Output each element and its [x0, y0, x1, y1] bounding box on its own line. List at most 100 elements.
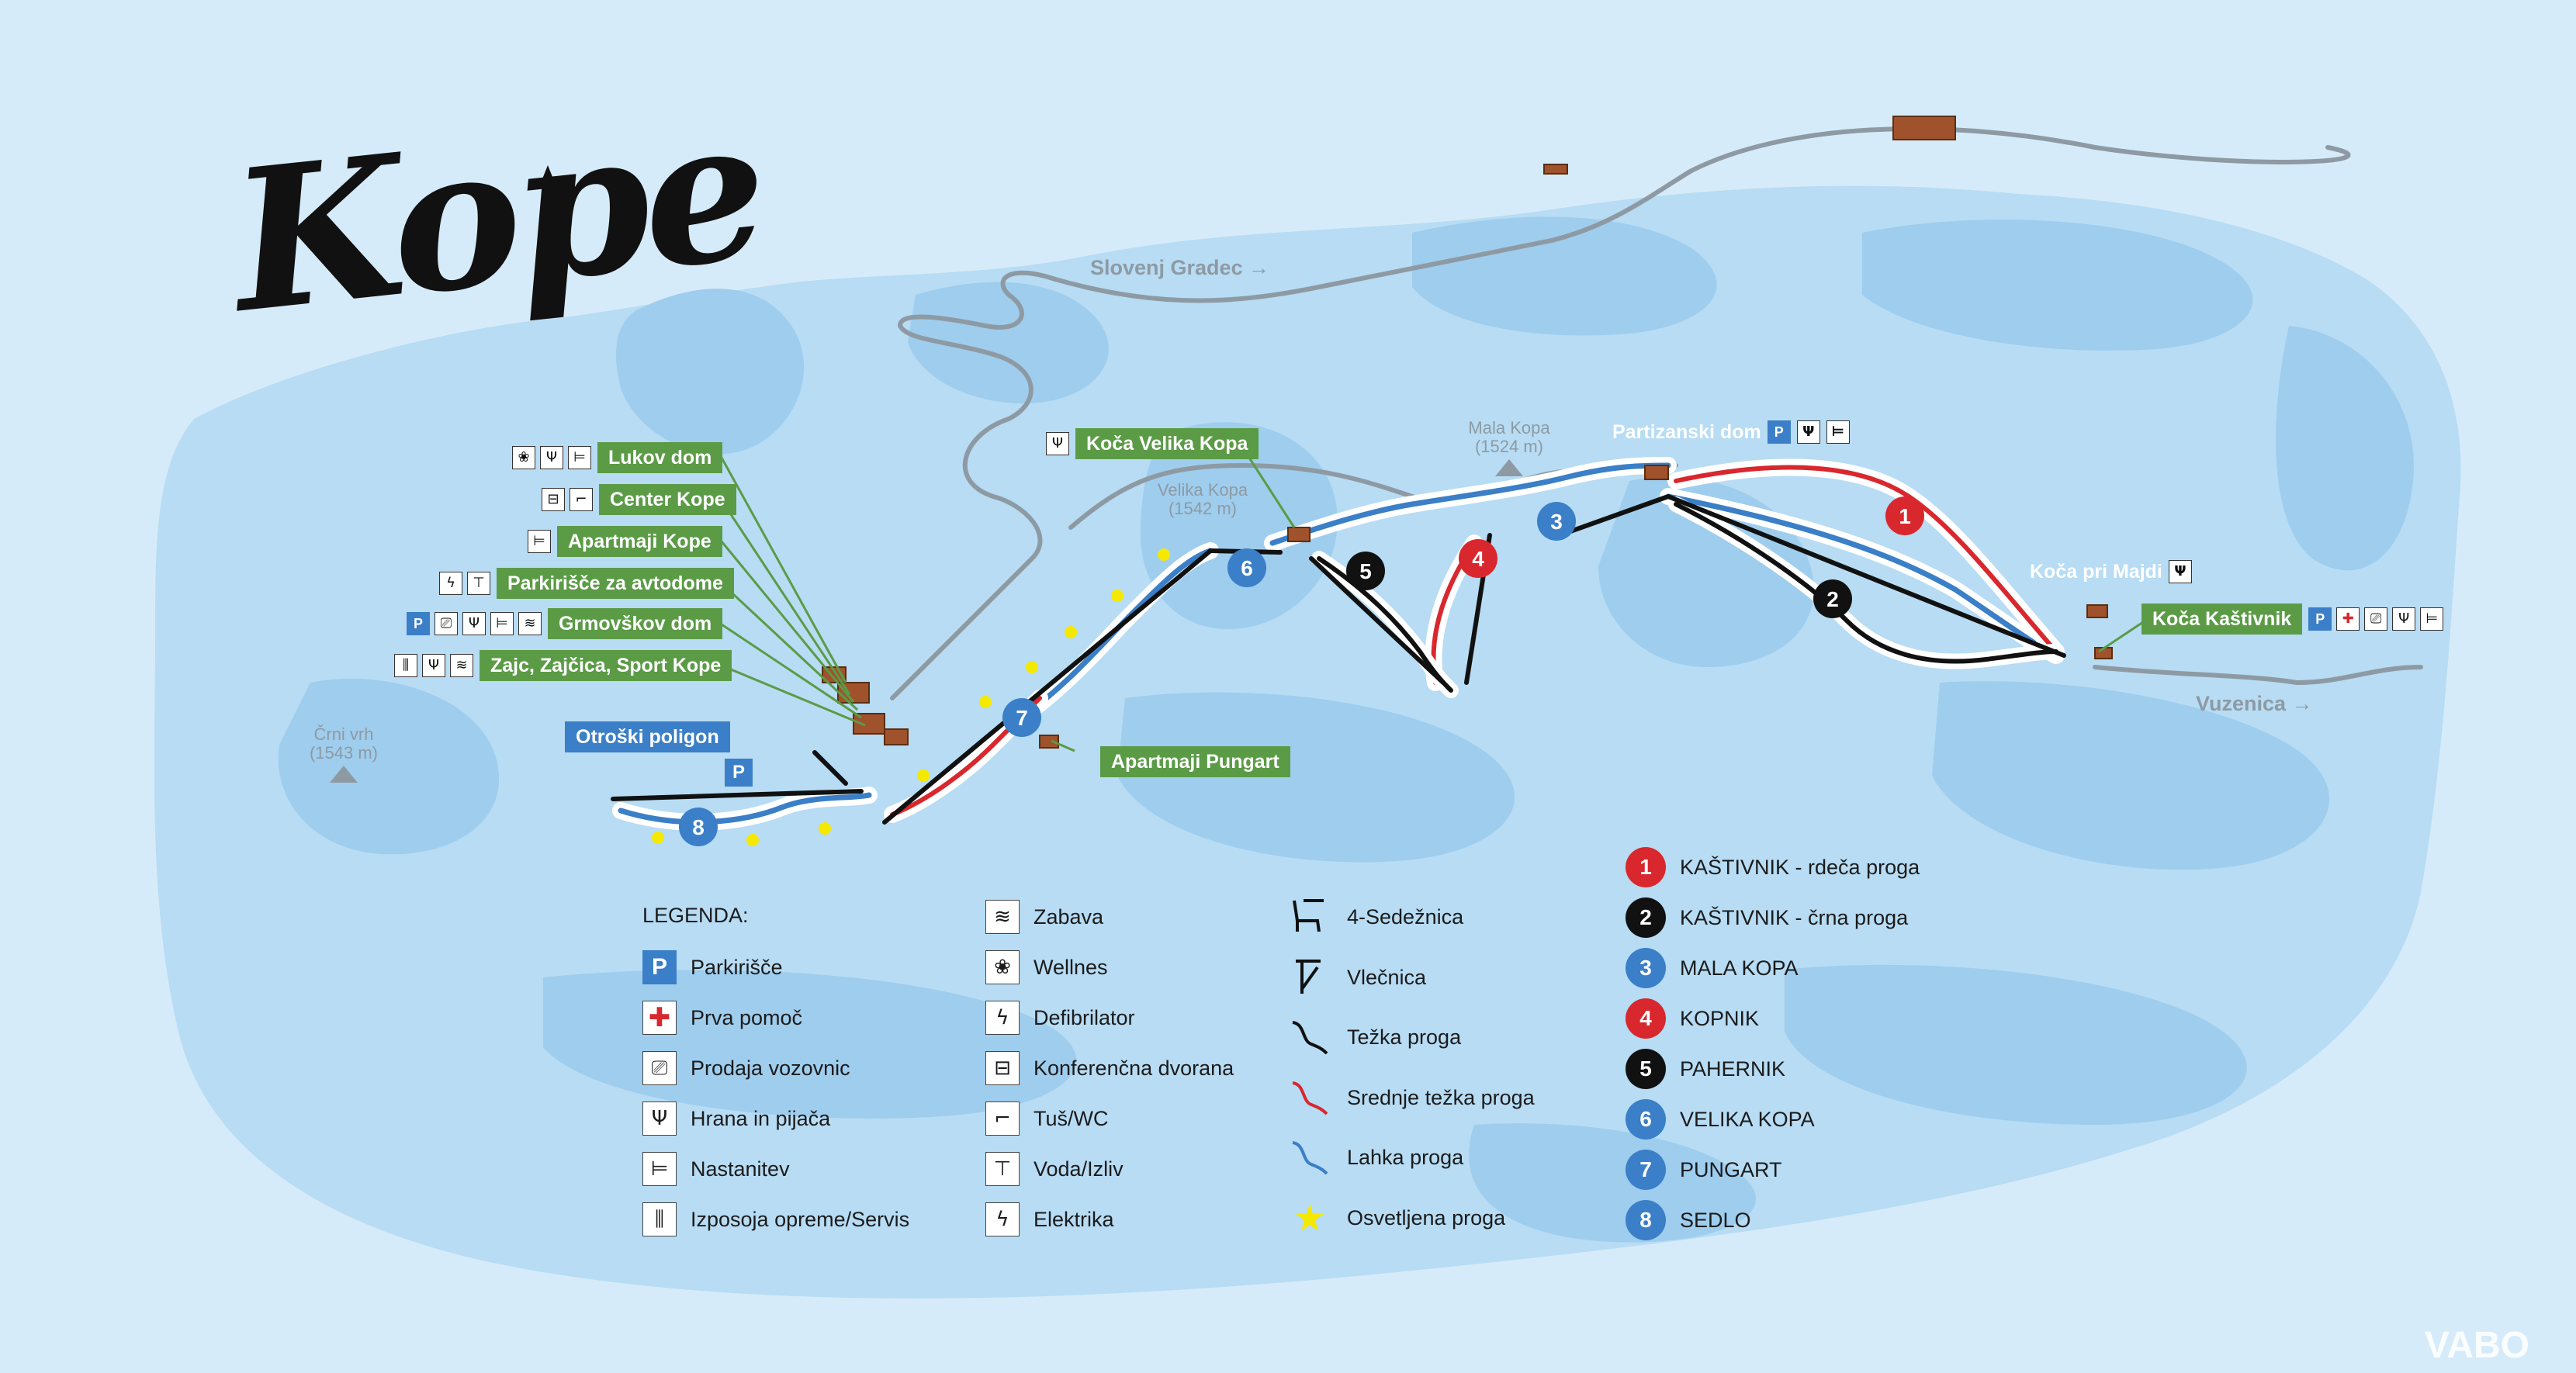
poi-partizanski-dom[interactable]: Partizanski dom P Ψ ⊨	[1612, 420, 1850, 444]
legend-item-tickets: ⎚ Prodaja vozovnic	[642, 1049, 850, 1088]
legend-label: Težka proga	[1347, 1025, 1462, 1049]
legend-label: PUNGART	[1680, 1157, 1782, 1181]
legend-label: Lahka proga	[1347, 1145, 1464, 1169]
legend-item-first-aid: ✚ Prva pomoč	[642, 998, 802, 1037]
defibrillator-icon: ϟ	[985, 1001, 1020, 1035]
svg-text:1: 1	[1899, 504, 1911, 528]
bed-icon: ⊨	[1826, 420, 1850, 444]
svg-text:2: 2	[1826, 587, 1839, 611]
bed-icon: ⊨	[490, 612, 514, 635]
water-icon: ⊤	[985, 1152, 1020, 1186]
legend-item-chairlift: 4-Sedežnica	[1286, 897, 1463, 936]
rental-icon: ⫼	[394, 654, 417, 677]
poi-label: Otroški poligon	[565, 721, 730, 752]
poi-label: Center Kope	[599, 484, 736, 515]
poi-koca-velika-kopa[interactable]: Ψ Koča Velika Kopa	[1046, 428, 1259, 459]
legend-label: Konferenčna dvorana	[1034, 1056, 1234, 1080]
fun-icon: ≋	[518, 612, 542, 635]
poi-apartmaji-kope[interactable]: ⊨ Apartmaji Kope	[528, 526, 722, 557]
food-icon: Ψ	[422, 654, 445, 677]
electric-icon: ϟ	[439, 572, 462, 595]
poi-parkirisce-avtodome[interactable]: ϟ ⊤ Parkirišče za avtodome	[439, 568, 734, 599]
run-badges: 1 2 3 4 5 6 7 8	[679, 496, 1924, 846]
electric-icon: ϟ	[985, 1202, 1020, 1236]
shower-icon: ⌐	[985, 1102, 1020, 1136]
poi-icons: ⊨	[528, 530, 551, 553]
parking-icon: P	[1767, 420, 1791, 444]
legend-item-defibrillator: ϟ Defibrilator	[985, 998, 1135, 1037]
poi-lukov-dom[interactable]: ❀ Ψ ⊨ Lukov dom	[512, 442, 723, 473]
legend-label: Defibrilator	[1034, 1005, 1135, 1029]
run-number-badge: 7	[1626, 1150, 1666, 1190]
run-number-badge: 2	[1626, 897, 1666, 938]
legend-item-accommodation: ⊨ Nastanitev	[642, 1150, 790, 1188]
poi-grmovskov-dom[interactable]: P ⎚ Ψ ⊨ ≋ Grmovškov dom	[407, 608, 723, 639]
first-aid-icon: ✚	[2336, 607, 2360, 631]
place-vuzenica: Vuzenica →	[2196, 692, 2313, 715]
poi-center-kope[interactable]: ⊟ ⌐ Center Kope	[542, 484, 736, 515]
run-number-badge: 3	[1626, 948, 1666, 988]
shower-icon: ⌐	[570, 488, 593, 511]
poi-zajc[interactable]: ⫼ Ψ ≋ Zajc, Zajčica, Sport Kope	[394, 650, 732, 681]
poi-otroski-poligon[interactable]: Otroški poligon	[565, 721, 730, 752]
food-icon: Ψ	[540, 446, 563, 469]
legend-item-electric: ϟ Elektrika	[985, 1200, 1114, 1239]
legend-run-4: 4 KOPNIK	[1626, 998, 1759, 1039]
easy-run-icon	[1292, 1141, 1328, 1175]
ticket-icon: ⎚	[2364, 607, 2388, 631]
legend-item-food: Ψ Hrana in pijača	[642, 1099, 830, 1138]
run-number-badge: 1	[1626, 847, 1666, 887]
poi-label: Apartmaji Kope	[557, 526, 722, 557]
legend-label: Tuš/WC	[1034, 1106, 1109, 1130]
arrow-up-logo-icon	[538, 165, 557, 220]
legend-label: Osvetljena proga	[1347, 1205, 1506, 1229]
legend-label: Elektrika	[1034, 1207, 1114, 1231]
wellness-icon: ❀	[985, 950, 1020, 984]
conference-icon: ⊟	[542, 488, 565, 511]
peak-mala-kopa: Mala Kopa(1524 m)	[1459, 419, 1560, 476]
food-icon: Ψ	[1046, 432, 1069, 455]
legend-label: KAŠTIVNIK - črna proga	[1680, 905, 1909, 929]
buildings	[822, 116, 2113, 749]
run-number-badge: 4	[1626, 998, 1666, 1039]
poi-apartmaji-pungart[interactable]: Apartmaji Pungart	[1100, 746, 1290, 777]
legend-label: MALA KOPA	[1680, 956, 1799, 980]
conference-icon: ⊟	[985, 1051, 1020, 1085]
food-icon: Ψ	[462, 612, 486, 635]
poi-koca-kastivnik[interactable]: Koča Kaštivnik P ✚ ⎚ Ψ ⊨	[2141, 603, 2444, 635]
legend-label: Vlečnica	[1347, 965, 1427, 989]
peak-crni-vrh: Črni vrh(1543 m)	[301, 725, 386, 783]
bed-icon: ⊨	[2420, 607, 2444, 631]
legend-item-medium: Srednje težka proga	[1286, 1078, 1535, 1117]
legend-label: PAHERNIK	[1680, 1057, 1786, 1081]
parking-icon: P	[725, 759, 753, 787]
svg-text:5: 5	[1359, 559, 1372, 583]
poi-icons: ϟ ⊤	[439, 572, 490, 595]
fun-icon: ≋	[450, 654, 473, 677]
legend-label: Wellnes	[1034, 955, 1108, 979]
poi-koca-pri-majdi[interactable]: Koča pri Majdi Ψ	[2030, 560, 2192, 583]
rental-icon: ⫼	[642, 1202, 677, 1236]
legend-run-3: 3 MALA KOPA	[1626, 948, 1799, 988]
run-number-badge: 5	[1626, 1049, 1666, 1089]
lit-run-icon	[1296, 1203, 1324, 1231]
draglift-icon	[1296, 960, 1321, 994]
ticket-icon: ⎚	[435, 612, 458, 635]
place-slovenj-gradec: Slovenj Gradec →	[1090, 256, 1270, 279]
legend-item-wellness: ❀ Wellnes	[985, 948, 1108, 987]
poi-label: Koča Kaštivnik	[2141, 603, 2303, 635]
legend-label: Srednje težka proga	[1347, 1085, 1535, 1109]
legend-item-fun: ≋ Zabava	[985, 897, 1103, 936]
watermark: VABO	[2424, 1325, 2529, 1366]
legend-label: 4-Sedežnica	[1347, 904, 1464, 929]
peak-velika-kopa: Velika Kopa(1542 m)	[1157, 480, 1248, 518]
food-icon: Ψ	[2168, 560, 2192, 583]
run-number-badge: 8	[1626, 1200, 1666, 1240]
legend-label: Zabava	[1034, 904, 1104, 929]
legend-label: SEDLO	[1680, 1208, 1751, 1232]
water-icon: ⊤	[467, 572, 490, 595]
difficult-run-icon	[1292, 1021, 1328, 1055]
legend-item-lit: Osvetljena proga	[1286, 1198, 1505, 1237]
